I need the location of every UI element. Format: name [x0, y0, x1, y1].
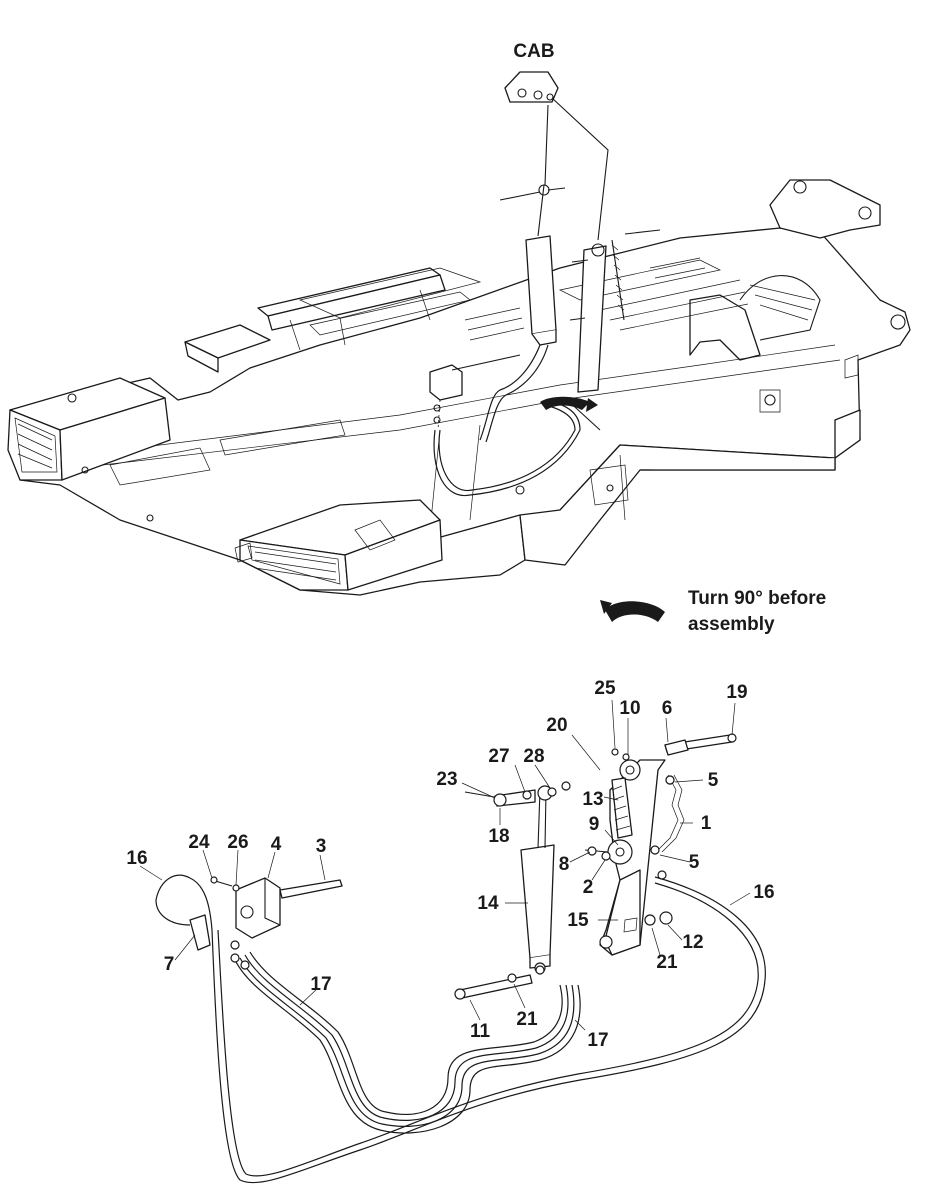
exploded-parts: [155, 733, 766, 1184]
part-number-7: 7: [164, 954, 175, 975]
part-number-15: 15: [567, 910, 589, 931]
part-number-26: 26: [227, 832, 248, 853]
part-number-19: 19: [726, 682, 747, 703]
part-number-12: 12: [682, 932, 703, 953]
part-number-20: 20: [546, 715, 567, 736]
part-number-14: 14: [477, 893, 499, 914]
assembly-note-line-2: assembly: [688, 614, 775, 635]
part-number-23: 23: [436, 769, 457, 790]
part-number-9: 9: [589, 814, 600, 835]
cab-label: CAB: [513, 41, 554, 62]
part-number-16-right: 16: [753, 882, 774, 903]
part-number-28: 28: [523, 746, 544, 767]
part-number-callouts: 25 10 6 19 20 27 28 23 5 13 1 18 9 24 26…: [126, 678, 774, 1051]
part-number-21-right: 21: [656, 952, 678, 973]
part-number-24: 24: [188, 832, 210, 853]
assembly-note-line-1: Turn 90° before: [688, 588, 826, 609]
installed-tilt-assembly: [429, 71, 661, 497]
machine-frame: [7, 179, 911, 596]
part-number-1: 1: [701, 813, 712, 834]
part-number-17-left: 17: [310, 974, 331, 995]
part-number-25: 25: [594, 678, 616, 699]
part-number-4: 4: [271, 834, 282, 855]
part-number-18: 18: [488, 826, 509, 847]
part-number-2: 2: [583, 877, 594, 898]
part-number-16-left: 16: [126, 848, 147, 869]
part-number-27: 27: [488, 746, 509, 767]
part-number-13: 13: [582, 789, 603, 810]
part-number-8: 8: [559, 854, 570, 875]
part-number-5-lower: 5: [689, 852, 700, 873]
part-number-11: 11: [470, 1021, 491, 1042]
part-number-5: 5: [708, 770, 719, 791]
part-number-3: 3: [316, 836, 327, 857]
part-number-17-right: 17: [587, 1030, 608, 1051]
part-number-21-lower: 21: [516, 1009, 538, 1030]
part-number-6: 6: [662, 698, 673, 719]
rotate-arrow-icon: [600, 600, 665, 622]
part-number-10: 10: [619, 698, 640, 719]
leader-lines: [139, 699, 751, 1031]
